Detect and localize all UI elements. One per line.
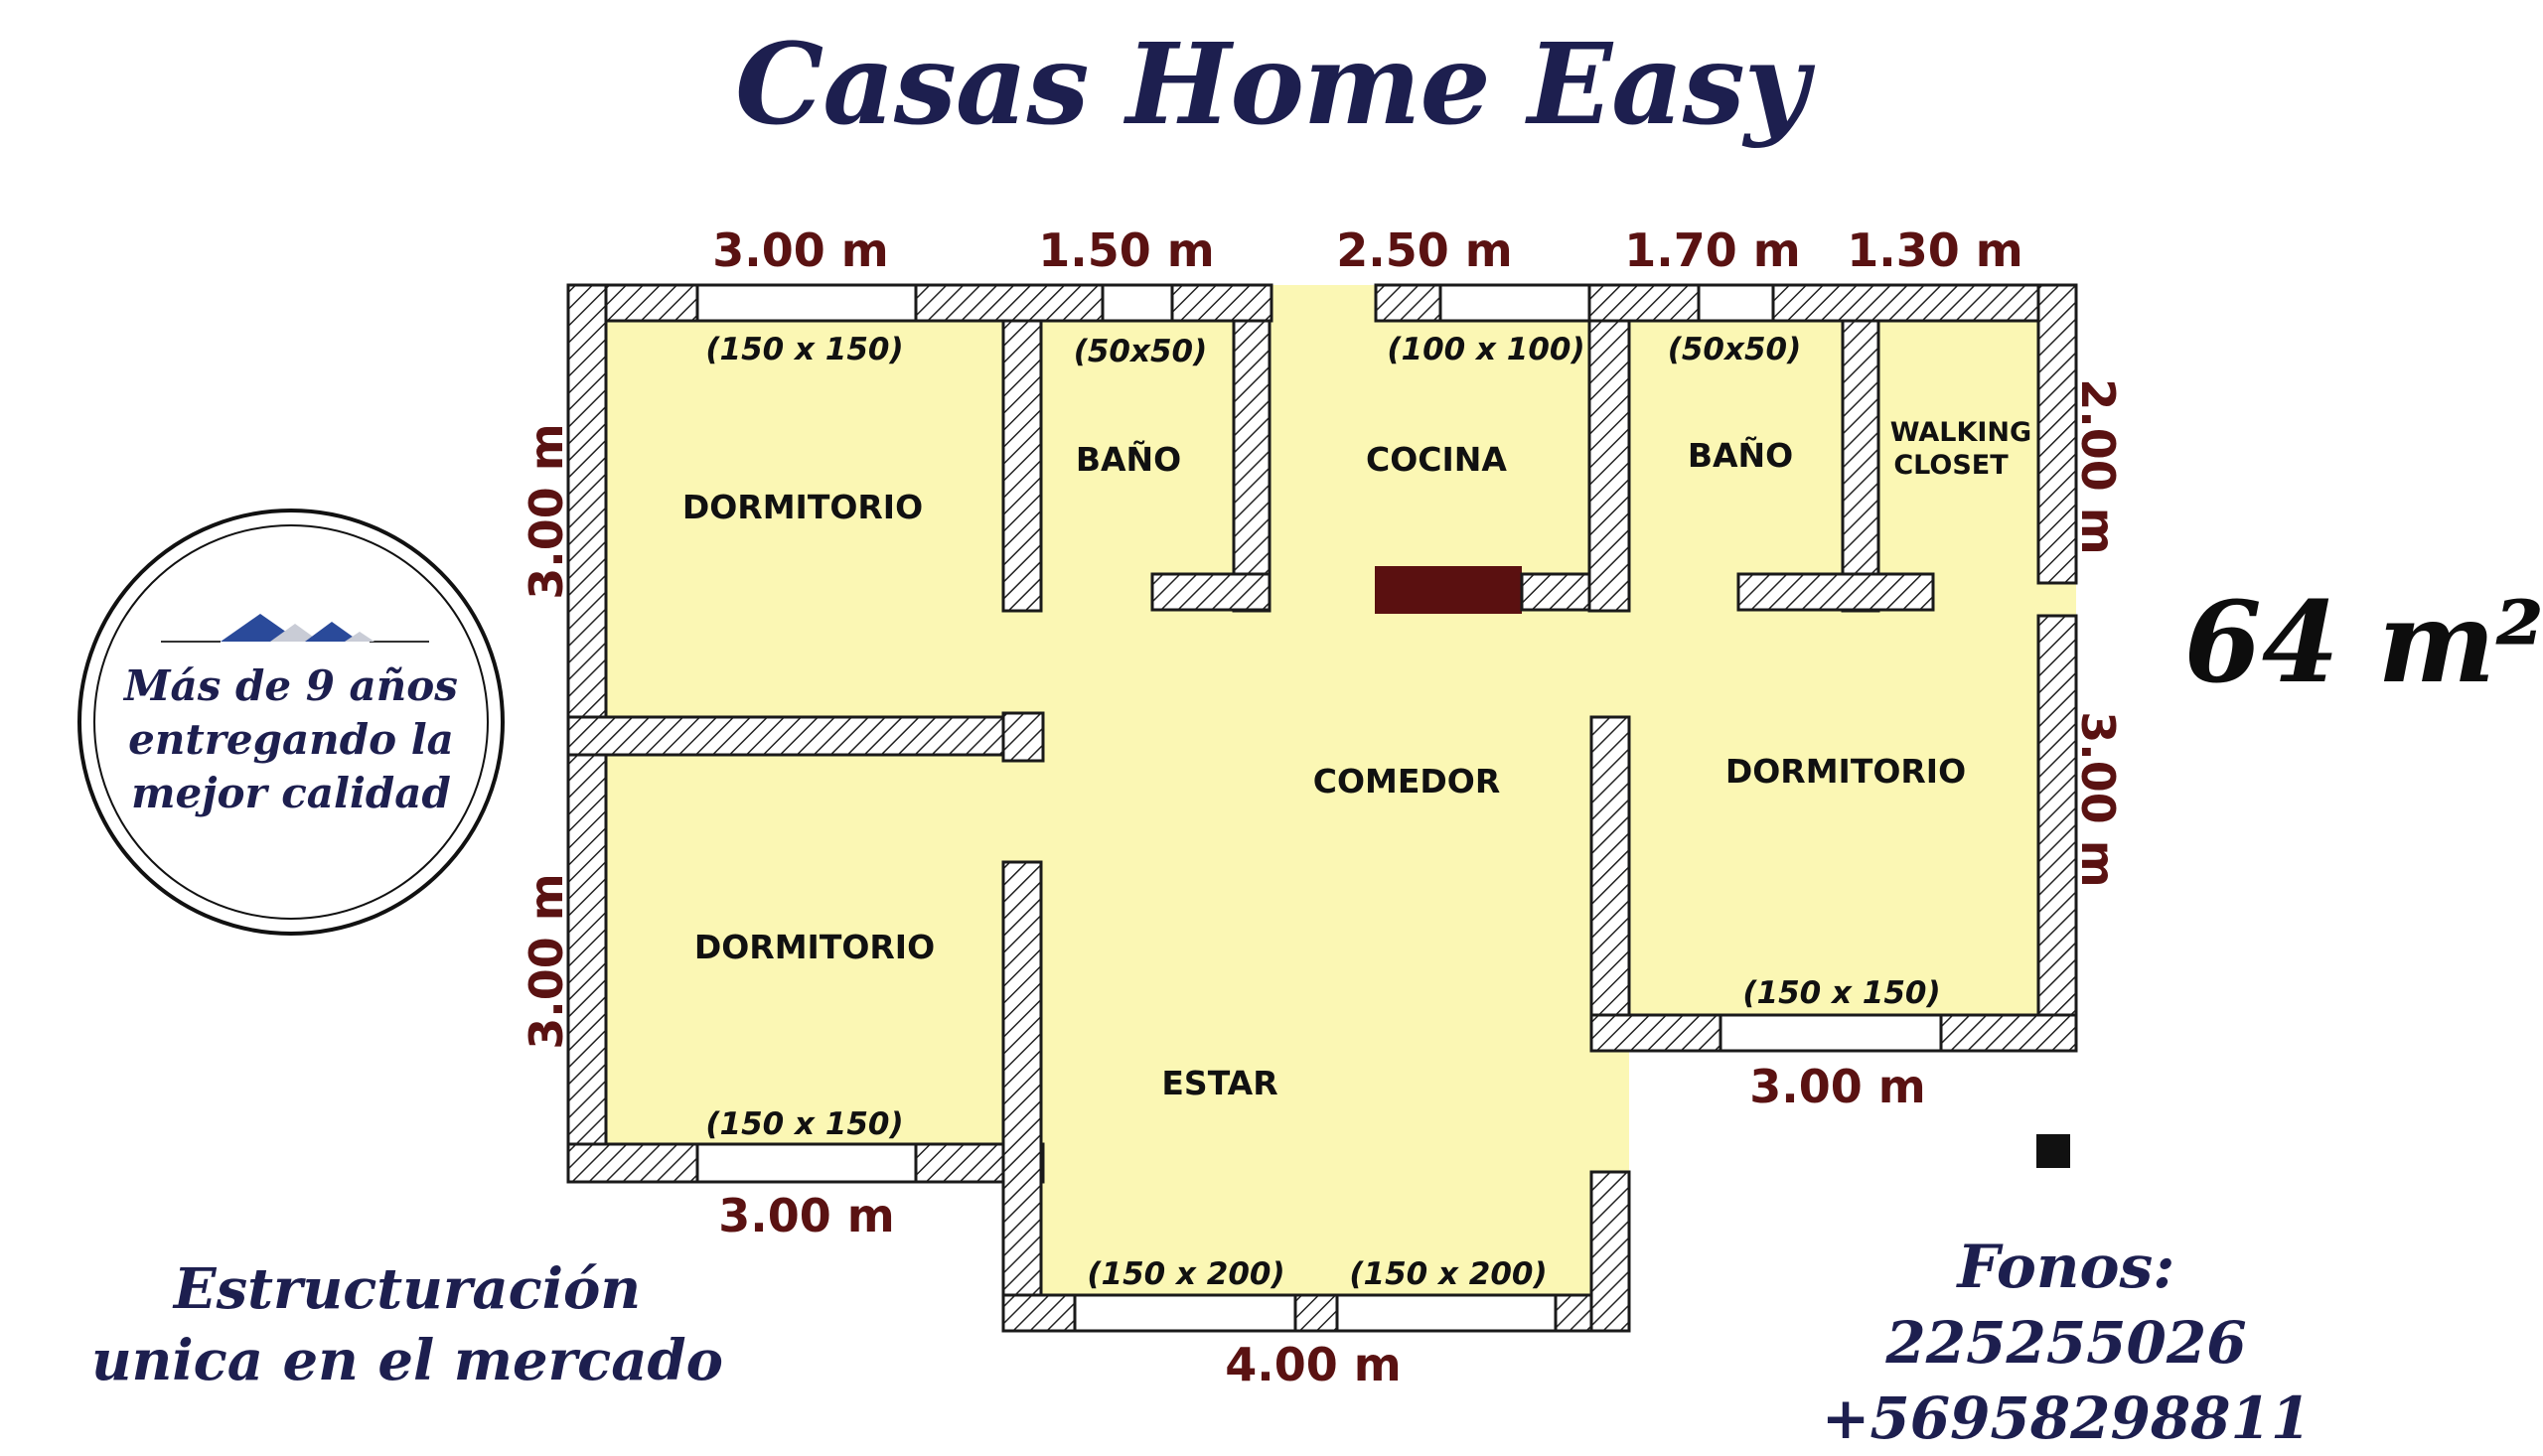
dim-right-lower: 3.00 m xyxy=(2071,711,2125,887)
bedroom-1-wall-stub xyxy=(1001,711,1045,763)
house-logo-icon xyxy=(161,614,429,643)
bedroom-2-right-wall xyxy=(1001,860,1043,1333)
top-windows xyxy=(695,283,1775,323)
badge-line-1: Más de 9 años xyxy=(124,661,458,710)
dim-top-2: 1.50 m xyxy=(1038,223,1214,277)
dim-top-3: 2.50 m xyxy=(1336,223,1512,277)
living-bottom-wall xyxy=(1001,1293,1631,1333)
living-right-wall xyxy=(1589,1170,1631,1333)
room-estar: ESTAR xyxy=(1161,1064,1277,1102)
bath-1-bottom-wall xyxy=(1150,572,1272,612)
badge-inner-ring xyxy=(93,524,489,920)
room-walking-closet-line1: WALKING xyxy=(1890,417,2031,448)
slogan-line-1: Estructuración xyxy=(173,1256,642,1322)
window-label-6: (150 x 150) xyxy=(705,1106,903,1142)
dim-left-upper: 3.00 m xyxy=(520,423,573,599)
floor-plan: 3.00 m 1.50 m 2.50 m 1.70 m 1.30 m 3.00 … xyxy=(520,223,2543,1391)
window-label-4: (50x50) xyxy=(1668,332,1802,367)
badge-line-2: entregando la xyxy=(128,715,454,764)
right-wall-upper xyxy=(2036,283,2078,585)
bedroom-divider-wall xyxy=(566,715,1045,757)
kitchen-counter xyxy=(1375,566,1522,614)
bath-1-right-wall xyxy=(1232,319,1272,613)
slogan: Estructuración unica en el mercado xyxy=(60,1253,755,1396)
floor-area xyxy=(568,285,2076,1331)
slogan-line-2: unica en el mercado xyxy=(90,1328,724,1393)
bath-2-bottom-wall xyxy=(1736,572,1935,612)
dim-left-lower: 3.00 m xyxy=(520,873,573,1049)
room-dormitorio-2: DORMITORIO xyxy=(694,928,935,966)
window-label-3: (100 x 100) xyxy=(1387,332,1584,367)
phones-label: Fonos: xyxy=(1957,1233,2175,1302)
bedroom-1-right-wall xyxy=(1001,319,1043,613)
bedroom-3-bottom-wall xyxy=(1589,1013,2078,1053)
dim-bottom-right: 3.00 m xyxy=(1749,1060,1925,1113)
bedroom-3-left-wall xyxy=(1589,715,1631,1053)
badge-text: Más de 9 años entregando la mejor calida… xyxy=(101,659,481,820)
experience-badge: Más de 9 años entregando la mejor calida… xyxy=(77,509,505,936)
room-bano-2: BAÑO xyxy=(1688,435,1793,475)
window-label-7: (150 x 200) xyxy=(1087,1256,1284,1292)
bath-2-left-wall xyxy=(1587,319,1631,613)
room-comedor: COMEDOR xyxy=(1313,762,1501,801)
marker-square xyxy=(2036,1134,2070,1168)
dim-top-5: 1.30 m xyxy=(1847,223,2022,277)
room-dormitorio-3: DORMITORIO xyxy=(1725,752,1966,791)
window-label-2: (50x50) xyxy=(1074,334,1208,369)
area-label: 64 m² xyxy=(2184,578,2543,708)
dim-right-upper: 2.00 m xyxy=(2071,378,2125,554)
dim-bottom-center: 4.00 m xyxy=(1225,1338,1401,1391)
window-label-8: (150 x 200) xyxy=(1349,1256,1547,1292)
room-bano-1: BAÑO xyxy=(1076,439,1181,479)
room-dormitorio-1: DORMITORIO xyxy=(682,488,923,526)
contact-info: Fonos: 225255026 +56958298811 xyxy=(1689,1230,2444,1456)
room-cocina: COCINA xyxy=(1366,440,1507,479)
window-label-5: (150 x 150) xyxy=(1742,975,1940,1011)
page-title: Casas Home Easy xyxy=(735,20,1809,150)
kitchen-wall-stub xyxy=(1520,572,1593,612)
right-wall-lower xyxy=(2036,614,2078,1053)
badge-line-3: mejor calidad xyxy=(131,769,451,817)
room-walking-closet-line2: CLOSET xyxy=(1893,450,2009,481)
bottom-left-wall xyxy=(566,1142,1045,1184)
dim-bottom-left: 3.00 m xyxy=(718,1189,894,1242)
dim-top-4: 1.70 m xyxy=(1624,223,1800,277)
dim-top-1: 3.00 m xyxy=(712,223,888,277)
window-label-1: (150 x 150) xyxy=(705,332,903,367)
bath-2-right-wall xyxy=(1841,319,1880,613)
phone-numbers: 225255026 +56958298811 xyxy=(1821,1309,2312,1452)
